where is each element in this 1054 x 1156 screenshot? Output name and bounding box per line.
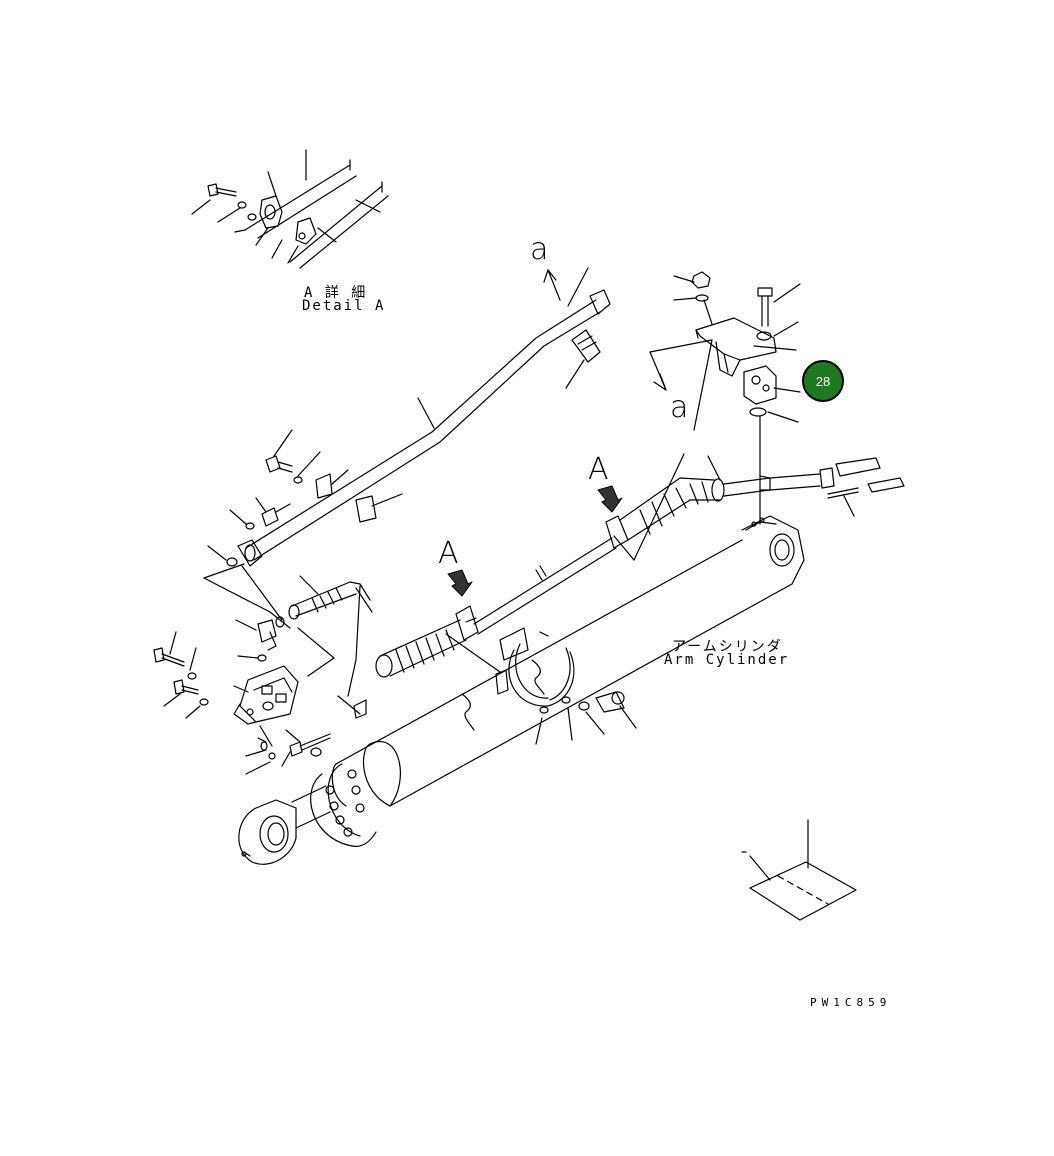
direction-arrow-A-right [597, 485, 623, 513]
bracket-assembly [649, 271, 801, 525]
part-callout-badge[interactable]: 28 [802, 360, 844, 402]
long-steel-tube [237, 267, 611, 567]
view-arrow-a [543, 269, 561, 301]
arm-cylinder-label-jp: アームシリンダ [672, 639, 783, 655]
detail-a-title-jp: A 詳 細 [304, 285, 368, 301]
detail-a-title-en: Detail A [302, 298, 386, 314]
view-label-A-right: A [588, 452, 609, 487]
view-label-A-left: A [438, 536, 459, 571]
drawing-code: PW1C859 [810, 996, 892, 1009]
tube-bolts [229, 429, 321, 530]
valve-assembly [153, 545, 373, 775]
hose-assembly [337, 453, 905, 719]
view-label-a-top: a [530, 232, 549, 267]
view-label-a-bracket: a [670, 390, 689, 425]
detail-a-inset [191, 149, 389, 269]
arm-cylinder [238, 515, 805, 865]
direction-arrow-A-left [447, 569, 473, 597]
instruction-tag [741, 819, 857, 921]
arm-cylinder-label-en: Arm Cylinder [664, 652, 790, 668]
